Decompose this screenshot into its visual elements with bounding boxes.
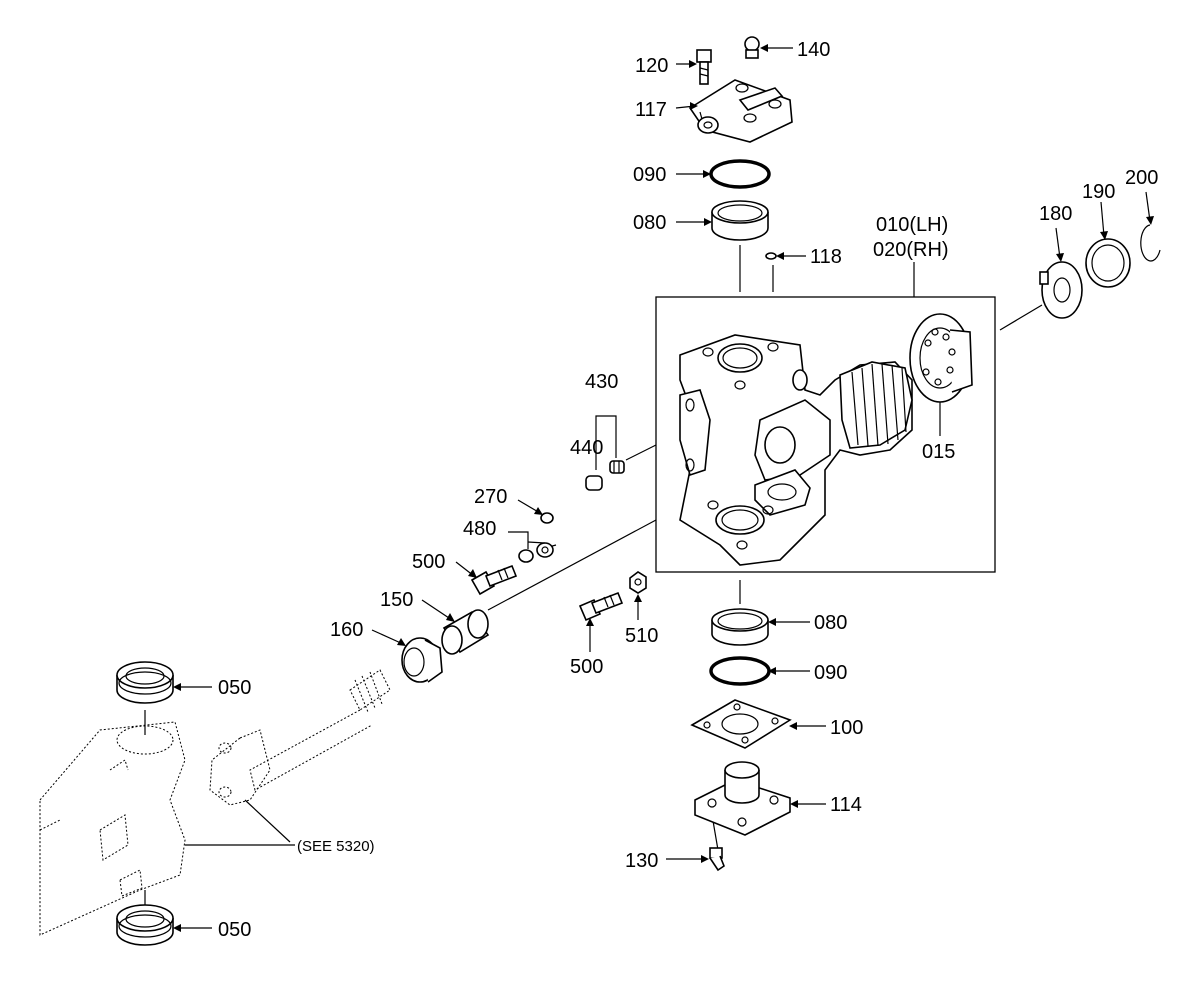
- label-180: 180: [1039, 203, 1072, 225]
- part-117-top-cover: [688, 79, 793, 143]
- label-510: 510: [625, 625, 658, 647]
- part-160-seal: [401, 637, 443, 683]
- axle-shaft-reference: [209, 669, 391, 806]
- label-100: 100: [830, 717, 863, 739]
- part-080-bushing-top: [711, 200, 769, 241]
- label-140: 140: [797, 39, 830, 61]
- part-015-ring-gear: [909, 313, 973, 403]
- part-500-bolt-left: [470, 564, 518, 596]
- part-430-plug: [609, 460, 625, 474]
- part-090-o-ring-top: [709, 159, 771, 189]
- label-190: 190: [1082, 181, 1115, 203]
- label-430: 430: [585, 371, 618, 393]
- label-270: 270: [474, 486, 507, 508]
- label-200: 200: [1125, 167, 1158, 189]
- part-510-nut: [629, 571, 647, 594]
- label-050-bottom: 050: [218, 919, 251, 941]
- part-118-ring: [765, 252, 777, 260]
- part-500-bolt-mid: [578, 591, 624, 622]
- label-500-mid: 500: [570, 656, 603, 678]
- label-050-top: 050: [218, 677, 251, 699]
- assembly-axis-lines: [144, 245, 1043, 912]
- label-440: 440: [570, 437, 603, 459]
- axle-housing-reference: [39, 721, 186, 936]
- label-see-reference: (SEE 5320): [297, 838, 375, 855]
- label-500-left: 500: [412, 551, 445, 573]
- label-015: 015: [922, 441, 955, 463]
- label-130: 130: [625, 850, 658, 872]
- part-050-bearing-bottom: [116, 904, 174, 946]
- label-117: 117: [635, 99, 667, 121]
- part-480-washers: [518, 542, 554, 563]
- part-080-bushing-bottom: [711, 608, 769, 646]
- part-130-grease-nipple: [709, 847, 725, 872]
- leader-lines: [173, 44, 1154, 932]
- part-140-grease-nipple: [744, 36, 760, 59]
- part-010-020-knuckle-housing: [679, 334, 913, 566]
- label-080-top: 080: [633, 212, 666, 234]
- label-090-top: 090: [633, 164, 666, 186]
- label-160: 160: [330, 619, 363, 641]
- part-114-bottom-cover: [694, 761, 791, 836]
- part-190-ring: [1085, 238, 1131, 288]
- part-labels: 120 140 117 090 080 118 010(LH) 020(RH) …: [218, 39, 1158, 941]
- label-120: 120: [635, 55, 668, 77]
- part-050-bearing-top: [116, 661, 174, 704]
- part-270-screw: [540, 512, 554, 524]
- label-080-bottom: 080: [814, 612, 847, 634]
- part-120-bolt: [696, 49, 712, 85]
- part-090-o-ring-bottom: [709, 656, 771, 686]
- label-480: 480: [463, 518, 496, 540]
- label-090-bottom: 090: [814, 662, 847, 684]
- housing-group-box: [655, 296, 996, 573]
- part-100-gasket: [690, 699, 792, 749]
- part-440-plug: [585, 475, 603, 491]
- label-010-lh: 010(LH): [876, 214, 948, 236]
- label-118: 118: [810, 246, 842, 268]
- label-020-rh: 020(RH): [873, 239, 949, 261]
- part-200-snap-ring: [1140, 224, 1161, 262]
- label-114: 114: [830, 794, 862, 816]
- part-180-thrust-washer: [1039, 261, 1083, 319]
- label-150: 150: [380, 589, 413, 611]
